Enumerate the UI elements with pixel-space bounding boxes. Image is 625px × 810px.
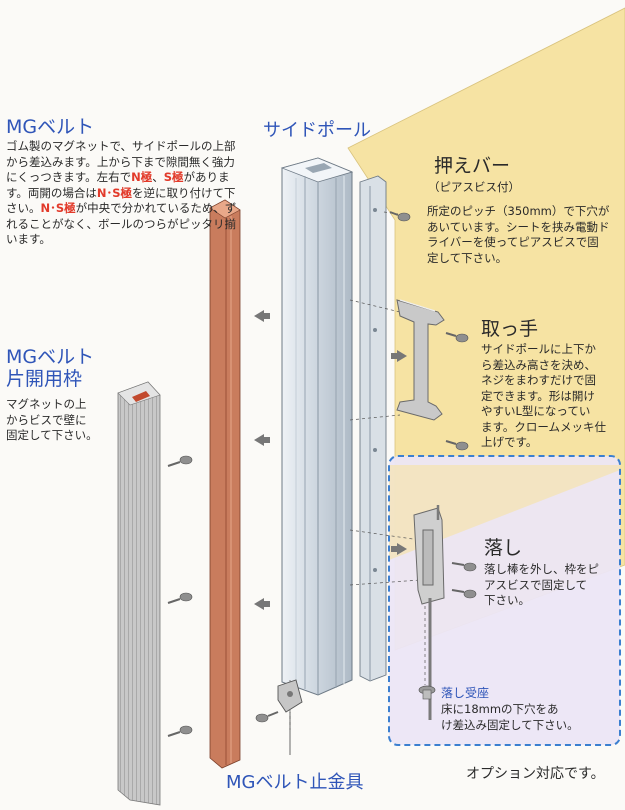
option-box-border [388, 455, 621, 746]
side-pole-part [280, 157, 354, 696]
mg-belt-title: MGベルト [6, 116, 95, 138]
floor-receiver-icon [418, 685, 436, 700]
drop-bolt-part [413, 505, 445, 720]
mg-frame-description: マグネットの上 からビスで壁に 固定して下さい。 [6, 397, 98, 442]
pressing-bar-part [359, 175, 387, 682]
mg-belt-part [209, 199, 241, 769]
pressing-bar-title: 押えバー [434, 155, 511, 177]
handle-screws [445, 332, 469, 451]
mg-bracket-part [255, 679, 303, 755]
side-pole-title: サイドポール [263, 120, 371, 141]
handle-part [396, 299, 445, 421]
otoshi-description: 落し棒を外し、枠をピ アスビスで固定して 下さい。 [484, 562, 599, 607]
mg-bracket-title: MGベルト止金具 [226, 772, 364, 793]
drop-bolt-screws [451, 562, 477, 599]
mg-belt-frame-part [117, 381, 161, 806]
mg-frame-title: MGベルト 片開用枠 [6, 346, 95, 390]
s-pole-label: S極 [163, 170, 184, 184]
frame-screws [167, 455, 193, 737]
bar-screw [389, 211, 411, 222]
pressing-bar-description: 所定のピッチ（350mm）で下穴が あいています。シートを挟み電動ド ライバーを… [427, 204, 610, 265]
option-note: オプション対応です。 [466, 766, 605, 782]
pressing-bar-subtitle: （ピアスビス付） [428, 180, 520, 194]
handle-description: サイドポールに上下か ら差込み高さを決め、 ネジをまわすだけで固 定できます。形… [481, 342, 607, 449]
insert-arrows [254, 310, 407, 610]
mg-belt-description: ゴム製のマグネットで、サイドポールの上部から差込みます。上から下まで隙間無く強力… [6, 139, 237, 246]
otoshi-uke-title: 落し受座 [441, 686, 490, 700]
n-pole-label: N極 [131, 170, 153, 184]
handle-title: 取っ手 [481, 318, 539, 340]
otoshi-uke-description: 床に18mmの下穴をあ け差込み固定して下さい。 [441, 702, 579, 732]
otoshi-title: 落し [484, 537, 523, 559]
